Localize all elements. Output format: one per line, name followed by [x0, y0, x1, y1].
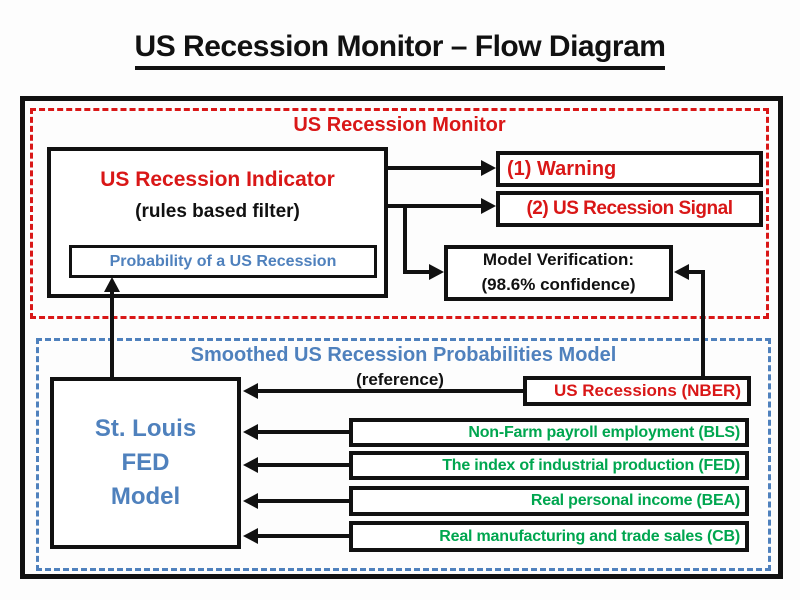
- arrowhead-left-icon: [243, 528, 258, 544]
- arrow-line: [256, 389, 523, 393]
- recession-indicator-subtitle: (rules based filter): [135, 201, 300, 222]
- arrow-line: [256, 499, 349, 503]
- reference-label: (reference): [356, 370, 444, 389]
- page-title: US Recession Monitor – Flow Diagram: [134, 30, 666, 70]
- arrow-line: [403, 206, 407, 274]
- arrow-line: [701, 270, 705, 376]
- recession-indicator-title: US Recession Indicator: [100, 168, 335, 191]
- input-node-payroll: Non-Farm payroll employment (BLS): [349, 418, 749, 447]
- st-louis-line1: St. Louis: [94, 414, 197, 442]
- smoothed-model-zone: Smoothed US Recession Probabilities Mode…: [36, 338, 771, 571]
- arrow-line: [256, 463, 349, 467]
- warning-node: (1) Warning: [496, 151, 763, 187]
- st-louis-line3: Model: [110, 483, 181, 511]
- st-louis-fed-model-node: St. Louis FED Model: [50, 377, 241, 549]
- arrow-line: [403, 270, 431, 274]
- recession-indicator-node: US Recession Indicator (rules based filt…: [47, 147, 388, 298]
- us-recessions-nber-node: US Recessions (NBER): [523, 376, 751, 406]
- model-verification-node: Model Verification: (98.6% confidence): [444, 245, 673, 301]
- recession-signal-node: (2) US Recession Signal: [496, 191, 763, 227]
- arrowhead-left-icon: [243, 493, 258, 509]
- arrow-line: [256, 534, 349, 538]
- input-node-trade-sales: Real manufacturing and trade sales (CB): [349, 521, 749, 552]
- recession-monitor-zone: US Recession Monitor: [30, 108, 769, 319]
- arrowhead-left-icon: [243, 457, 258, 473]
- arrowhead-right-icon: [429, 264, 444, 280]
- page-title-wrap: US Recession Monitor – Flow Diagram: [0, 30, 800, 70]
- arrow-line: [687, 270, 705, 274]
- model-verification-line1: Model Verification:: [482, 250, 635, 270]
- model-verification-line2: (98.6% confidence): [481, 275, 636, 294]
- st-louis-line2: FED: [121, 448, 170, 476]
- recession-monitor-zone-label: US Recession Monitor: [293, 114, 506, 136]
- arrowhead-right-icon: [481, 160, 496, 176]
- smoothed-model-zone-label: Smoothed US Recession Probabilities Mode…: [190, 344, 617, 366]
- probability-node: Probability of a US Recession: [69, 245, 377, 278]
- arrow-line: [387, 204, 483, 208]
- input-node-personal-income: Real personal income (BEA): [349, 486, 749, 516]
- arrow-line: [387, 166, 483, 170]
- arrowhead-left-icon: [674, 264, 689, 280]
- arrow-line: [110, 290, 114, 378]
- arrowhead-up-icon: [104, 277, 120, 292]
- arrowhead-left-icon: [243, 424, 258, 440]
- arrowhead-right-icon: [481, 198, 496, 214]
- arrowhead-left-icon: [243, 383, 258, 399]
- input-node-industrial-production: The index of industrial production (FED): [349, 451, 749, 480]
- diagram-outer-frame: [20, 96, 783, 579]
- arrow-line: [256, 430, 349, 434]
